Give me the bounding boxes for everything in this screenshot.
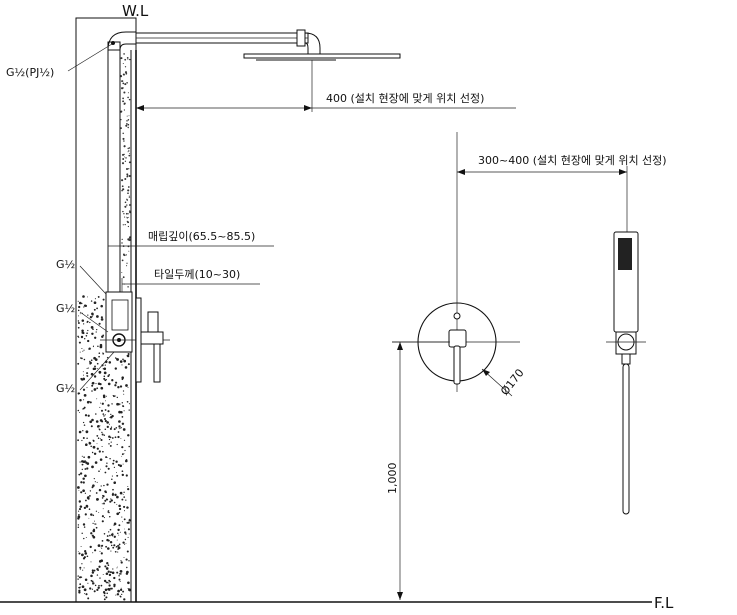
shower-hose [622,363,630,515]
floor-line-label: F.L [654,594,674,612]
tile-thickness-label: 타일두께(10~30) [154,267,240,281]
cover-plate-side [135,297,142,383]
arm-length-label: 400 (설치 현장에 맞게 위치 선정) [326,92,484,105]
fitting-lower-leader [79,351,115,391]
handle-lever-front [453,345,461,385]
hand-offset-label: 300~400 (설치 현장에 맞게 위치 선정) [478,154,667,167]
fitting-middle-label: G½ [56,302,75,315]
fitting-lower-label: G½ [56,382,75,395]
wall-line-label: W.L [122,2,149,20]
fitting-upper-leader [79,265,107,295]
riser-pipe [107,41,121,293]
overhead-shower [67,29,401,293]
valve-inner [111,299,129,331]
upper-marker [453,312,461,320]
handle-stem [140,331,164,345]
hand-shower [606,231,646,515]
concrete-speckle [77,53,131,601]
hand-shower-nozzle [618,238,632,270]
shower-head-nozzle-strip [256,58,336,61]
fitting-middle-leader [79,311,109,333]
height-dimension [392,341,450,600]
height-label: 1,000 [386,463,399,495]
arm-length-dimension [136,60,516,112]
arm-collar [296,29,306,47]
hose-outlet [621,353,631,365]
handle-hub [448,329,467,348]
plate-diameter-label: Ø170 [498,366,527,397]
top-fitting-label: G½(PJ½) [6,66,54,79]
hand-offset-dimension [457,166,628,232]
top-fitting-marker [111,41,115,45]
valve-front-view [392,132,520,397]
rain-shower-head [243,53,401,59]
handle-knob-top [147,311,159,333]
embed-depth-label: 매립깊이(65.5~85.5) [148,230,255,243]
valve-section [79,240,274,391]
handle-lever-side [153,343,161,383]
top-fitting-leader [67,43,113,72]
top-elbow [107,31,137,51]
fitting-upper-label: G½ [56,258,75,271]
